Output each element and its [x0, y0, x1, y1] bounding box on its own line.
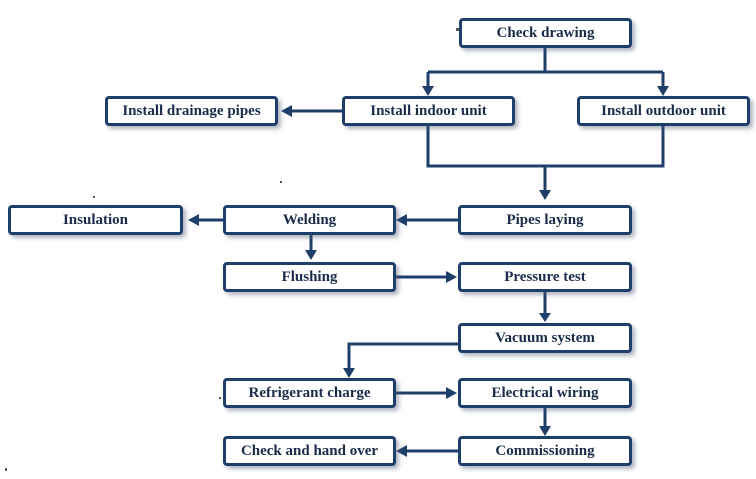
arrowhead-to-flushing: [305, 250, 317, 260]
node-vacuum-system: Vacuum system: [458, 323, 632, 353]
arrowhead-to-indoor-unit: [422, 86, 434, 96]
node-pipes-laying: Pipes laying: [458, 205, 632, 235]
arrowhead-to-welding: [396, 214, 407, 226]
arrowhead-to-vacuum-system: [539, 313, 551, 322]
node-install-outdoor-unit: Install outdoor unit: [577, 96, 750, 126]
arrowhead-to-electrical-wiring: [446, 387, 457, 399]
arrowhead-to-drainage-pipes: [281, 105, 292, 117]
arrowhead-to-outdoor-unit: [657, 86, 669, 96]
scan-speck: [456, 28, 459, 31]
connector-units-join: [426, 126, 665, 192]
node-commissioning: Commissioning: [458, 436, 632, 466]
scan-speck: [219, 397, 221, 399]
scan-speck: [280, 181, 282, 183]
arrowhead-to-refrigerant-charge: [343, 368, 355, 378]
scan-speck: [93, 196, 95, 198]
arrowhead-to-pipes-laying: [539, 190, 551, 200]
arrowhead-to-check-and-hand-over: [396, 445, 407, 457]
node-check-and-hand-over: Check and hand over: [223, 436, 396, 466]
arrowhead-to-insulation: [188, 214, 199, 226]
node-install-drainage-pipes: Install drainage pipes: [105, 96, 278, 126]
connector-check-drawing-split: [426, 48, 665, 88]
arrowhead-to-commissioning: [539, 426, 551, 436]
node-electrical-wiring: Electrical wiring: [458, 378, 632, 408]
node-pressure-test: Pressure test: [458, 262, 632, 292]
node-install-indoor-unit: Install indoor unit: [342, 96, 515, 126]
connector-vacuum-to-refrigerant: [347, 342, 458, 369]
node-insulation: Insulation: [8, 205, 183, 235]
arrowhead-to-pressure-test: [446, 271, 457, 283]
scan-speck: [5, 468, 7, 471]
node-check-drawing: Check drawing: [459, 18, 632, 48]
node-flushing: Flushing: [223, 262, 396, 292]
node-refrigerant-charge: Refrigerant charge: [223, 378, 396, 408]
node-welding: Welding: [223, 205, 396, 235]
